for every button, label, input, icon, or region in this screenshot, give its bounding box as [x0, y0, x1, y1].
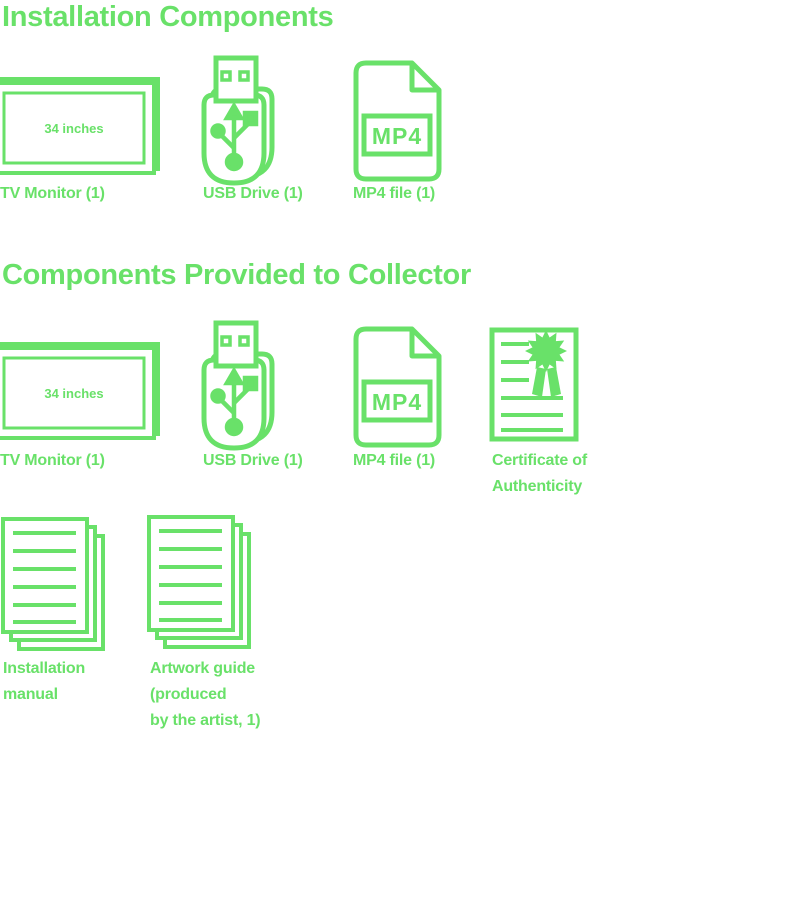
rosette-seal [525, 330, 567, 397]
item-label-tv-monitor: TV Monitor (1) [0, 185, 105, 202]
certificate-icon [489, 327, 579, 442]
item-label-usb-drive: USB Drive (1) [203, 452, 303, 469]
item-label-certificate: Certificate of Authenticity [492, 452, 587, 495]
mp4-badge-text: MP4 [372, 389, 422, 415]
document-stack-icon [1, 517, 105, 651]
tv-screen-size-label: 34 inches [44, 121, 103, 136]
tv-screen-size-label: 34 inches [44, 386, 103, 401]
section-title-installation-components: Installation Components [2, 1, 334, 33]
document-stack-icon [147, 515, 251, 649]
item-label-tv-monitor: TV Monitor (1) [0, 452, 105, 469]
tv-monitor-icon: 34 inches [0, 77, 160, 175]
mp4-file-icon: MP4 [353, 326, 442, 448]
item-label-usb-drive: USB Drive (1) [203, 185, 303, 202]
item-label-installation-manual: Installation manual [3, 660, 86, 703]
tv-monitor-icon: 34 inches [0, 342, 160, 440]
mp4-file-icon: MP4 [353, 60, 442, 182]
section-title-components-to-collector: Components Provided to Collector [2, 259, 471, 291]
usb-drive-icon [201, 55, 275, 186]
usb-drive-icon [201, 320, 275, 451]
mp4-badge-text: MP4 [372, 123, 422, 149]
item-label-artwork-guide: Artwork guide (produced by the artist, 1… [150, 660, 261, 729]
item-label-mp4-file: MP4 file (1) [353, 452, 436, 469]
item-label-mp4-file: MP4 file (1) [353, 185, 436, 202]
